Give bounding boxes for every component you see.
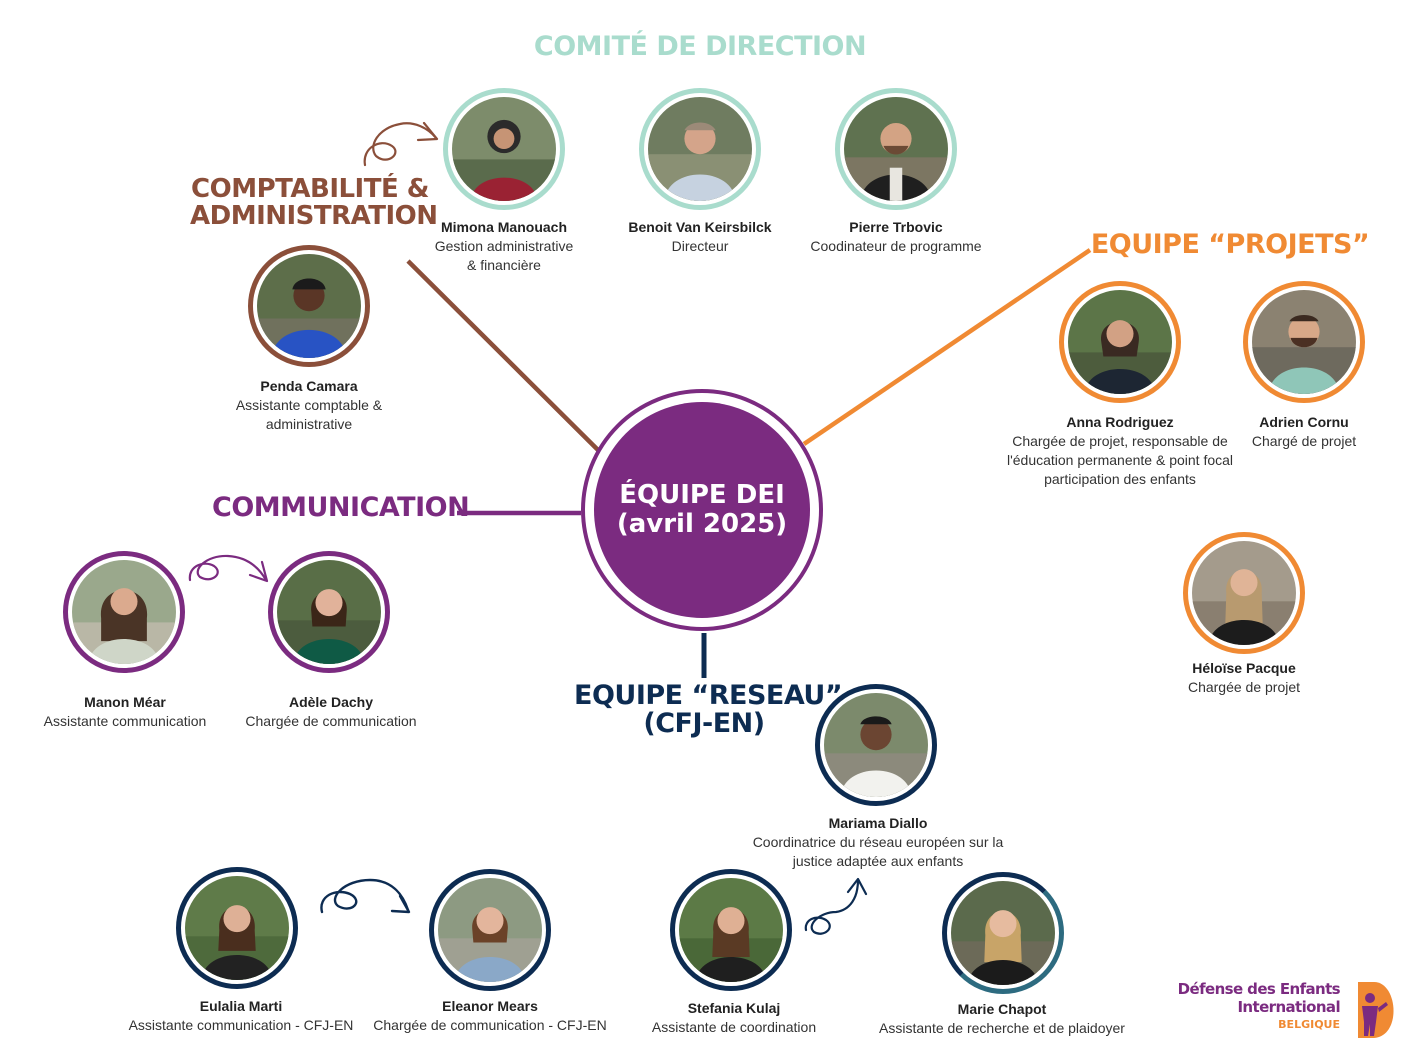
avatar-anna — [1059, 281, 1181, 403]
member-anna: Anna Rodriguez Chargée de projet, respon… — [990, 413, 1250, 489]
person-photo-icon — [277, 560, 381, 664]
member-name: Marie Chapot — [957, 1001, 1047, 1017]
avatar-marie — [942, 872, 1064, 994]
person-photo-icon — [72, 560, 176, 664]
member-eleanor: Eleanor Mears Chargée de communication -… — [360, 997, 620, 1035]
member-role: Directeur — [671, 238, 729, 254]
avatar-stefania — [670, 869, 792, 991]
section-title-compta-line2: ADMINISTRATION — [190, 201, 438, 232]
connector-compta — [406, 259, 602, 454]
section-title-projets: EQUIPE “PROJETS” — [1090, 229, 1370, 260]
member-role: Assistante comptable & administrative — [235, 397, 383, 432]
member-role: Gestion administrative & financière — [434, 238, 574, 273]
member-name: Stefania Kulaj — [687, 1000, 781, 1016]
member-role: Assistante communication - CFJ-EN — [128, 1017, 354, 1033]
member-adele: Adèle Dachy Chargée de communication — [229, 693, 433, 731]
person-photo-icon — [648, 97, 752, 201]
logo-text-line3: BELGIQUE — [1278, 1018, 1340, 1031]
member-mimona: Mimona Manouach Gestion administrative &… — [404, 218, 604, 275]
person-photo-icon — [844, 97, 948, 201]
member-name: Adèle Dachy — [288, 694, 374, 710]
person-photo-icon — [1068, 290, 1172, 394]
member-role: Chargé de projet — [1251, 433, 1357, 449]
curved-arrow-icon — [804, 877, 868, 935]
member-name: Mariama Diallo — [828, 815, 928, 831]
member-name: Anna Rodriguez — [1066, 414, 1174, 430]
member-stefania: Stefania Kulaj Assistante de coordinatio… — [629, 999, 839, 1037]
avatar-eulalia — [176, 867, 298, 989]
member-role: Coordinatrice du réseau européen sur la … — [752, 834, 1004, 869]
team-hub-label: ÉQUIPE DEI (avril 2025) — [594, 402, 810, 618]
member-name: Pierre Trbovic — [849, 219, 943, 235]
avatar-manon — [63, 551, 185, 673]
member-role: Chargée de projet — [1187, 679, 1301, 695]
member-role: Chargée de communication - CFJ-EN — [373, 1017, 607, 1033]
member-heloise: Héloïse Pacque Chargée de projet — [1164, 659, 1324, 697]
person-photo-icon — [824, 693, 928, 797]
curved-arrow-icon — [188, 554, 269, 583]
person-photo-icon — [1192, 541, 1296, 645]
person-photo-icon — [438, 878, 542, 982]
member-role: Assistante de recherche et de plaidoyer — [879, 1020, 1125, 1036]
curved-arrow-icon — [320, 878, 411, 914]
avatar-adele — [268, 551, 390, 673]
member-role: Assistante communication — [43, 713, 207, 729]
member-name: Benoit Van Keirsbilck — [628, 219, 772, 235]
member-marie: Marie Chapot Assistante de recherche et … — [862, 1000, 1142, 1038]
section-title-compta: COMPTABILITÉ & ADMINISTRATION — [190, 174, 438, 232]
member-manon: Manon Méar Assistante communication — [25, 693, 225, 731]
logo-text-line1: Défense des Enfants — [1177, 980, 1341, 998]
avatar-penda — [248, 245, 370, 367]
avatar-adrien — [1243, 281, 1365, 403]
connector-projets — [802, 248, 1092, 446]
member-role: Chargée de projet, responsable de l'éduc… — [1006, 433, 1234, 487]
person-photo-icon — [679, 878, 783, 982]
curved-arrow-icon — [363, 121, 439, 167]
section-title-reseau: EQUIPE “RESEAU” (CFJ-EN) — [574, 680, 843, 740]
member-eulalia: Eulalia Marti Assistante communication -… — [112, 997, 370, 1035]
section-title-compta-line1: COMPTABILITÉ & — [191, 174, 429, 204]
member-benoit: Benoit Van Keirsbilck Directeur — [600, 218, 800, 256]
member-name: Mimona Manouach — [440, 219, 567, 235]
member-role: Coodinateur de programme — [810, 238, 982, 254]
person-photo-icon — [185, 876, 289, 980]
team-hub-date: (avril 2025) — [616, 509, 788, 539]
person-photo-icon — [951, 881, 1055, 985]
person-photo-icon — [257, 254, 361, 358]
member-mariama: Mariama Diallo Coordinatrice du réseau e… — [738, 814, 1018, 871]
section-title-reseau-line2: (CFJ-EN) — [643, 708, 765, 740]
team-hub-circle: ÉQUIPE DEI (avril 2025) — [581, 389, 823, 631]
member-name: Penda Camara — [260, 378, 358, 394]
logo-text-line2: International — [1237, 998, 1340, 1016]
avatar-mariama — [815, 684, 937, 806]
person-photo-icon — [452, 97, 556, 201]
avatar-benoit — [639, 88, 761, 210]
avatar-heloise — [1183, 532, 1305, 654]
member-name: Eleanor Mears — [442, 998, 538, 1014]
avatar-eleanor — [429, 869, 551, 991]
avatar-pierre — [835, 88, 957, 210]
section-title-committee: COMITÉ DE DIRECTION — [533, 31, 867, 62]
team-hub-title: ÉQUIPE DEI — [619, 480, 785, 511]
member-name: Adrien Cornu — [1259, 414, 1349, 430]
person-photo-icon — [1252, 290, 1356, 394]
member-role: Assistante de coordination — [651, 1019, 817, 1035]
avatar-mimona — [443, 88, 565, 210]
section-title-reseau-line1: EQUIPE “RESEAU” — [574, 680, 843, 711]
member-adrien: Adrien Cornu Chargé de projet — [1234, 413, 1374, 451]
logo-mark-icon — [1358, 982, 1394, 1038]
section-title-communication: COMMUNICATION — [212, 492, 470, 523]
member-name: Héloïse Pacque — [1192, 660, 1296, 676]
member-penda: Penda Camara Assistante comptable & admi… — [209, 377, 409, 434]
member-name: Eulalia Marti — [199, 998, 283, 1014]
member-role: Chargée de communication — [245, 713, 417, 729]
organization-logo: Défense des Enfants International BELGIQ… — [1178, 978, 1404, 1042]
member-pierre: Pierre Trbovic Coodinateur de programme — [786, 218, 1006, 256]
member-name: Manon Méar — [84, 694, 166, 710]
